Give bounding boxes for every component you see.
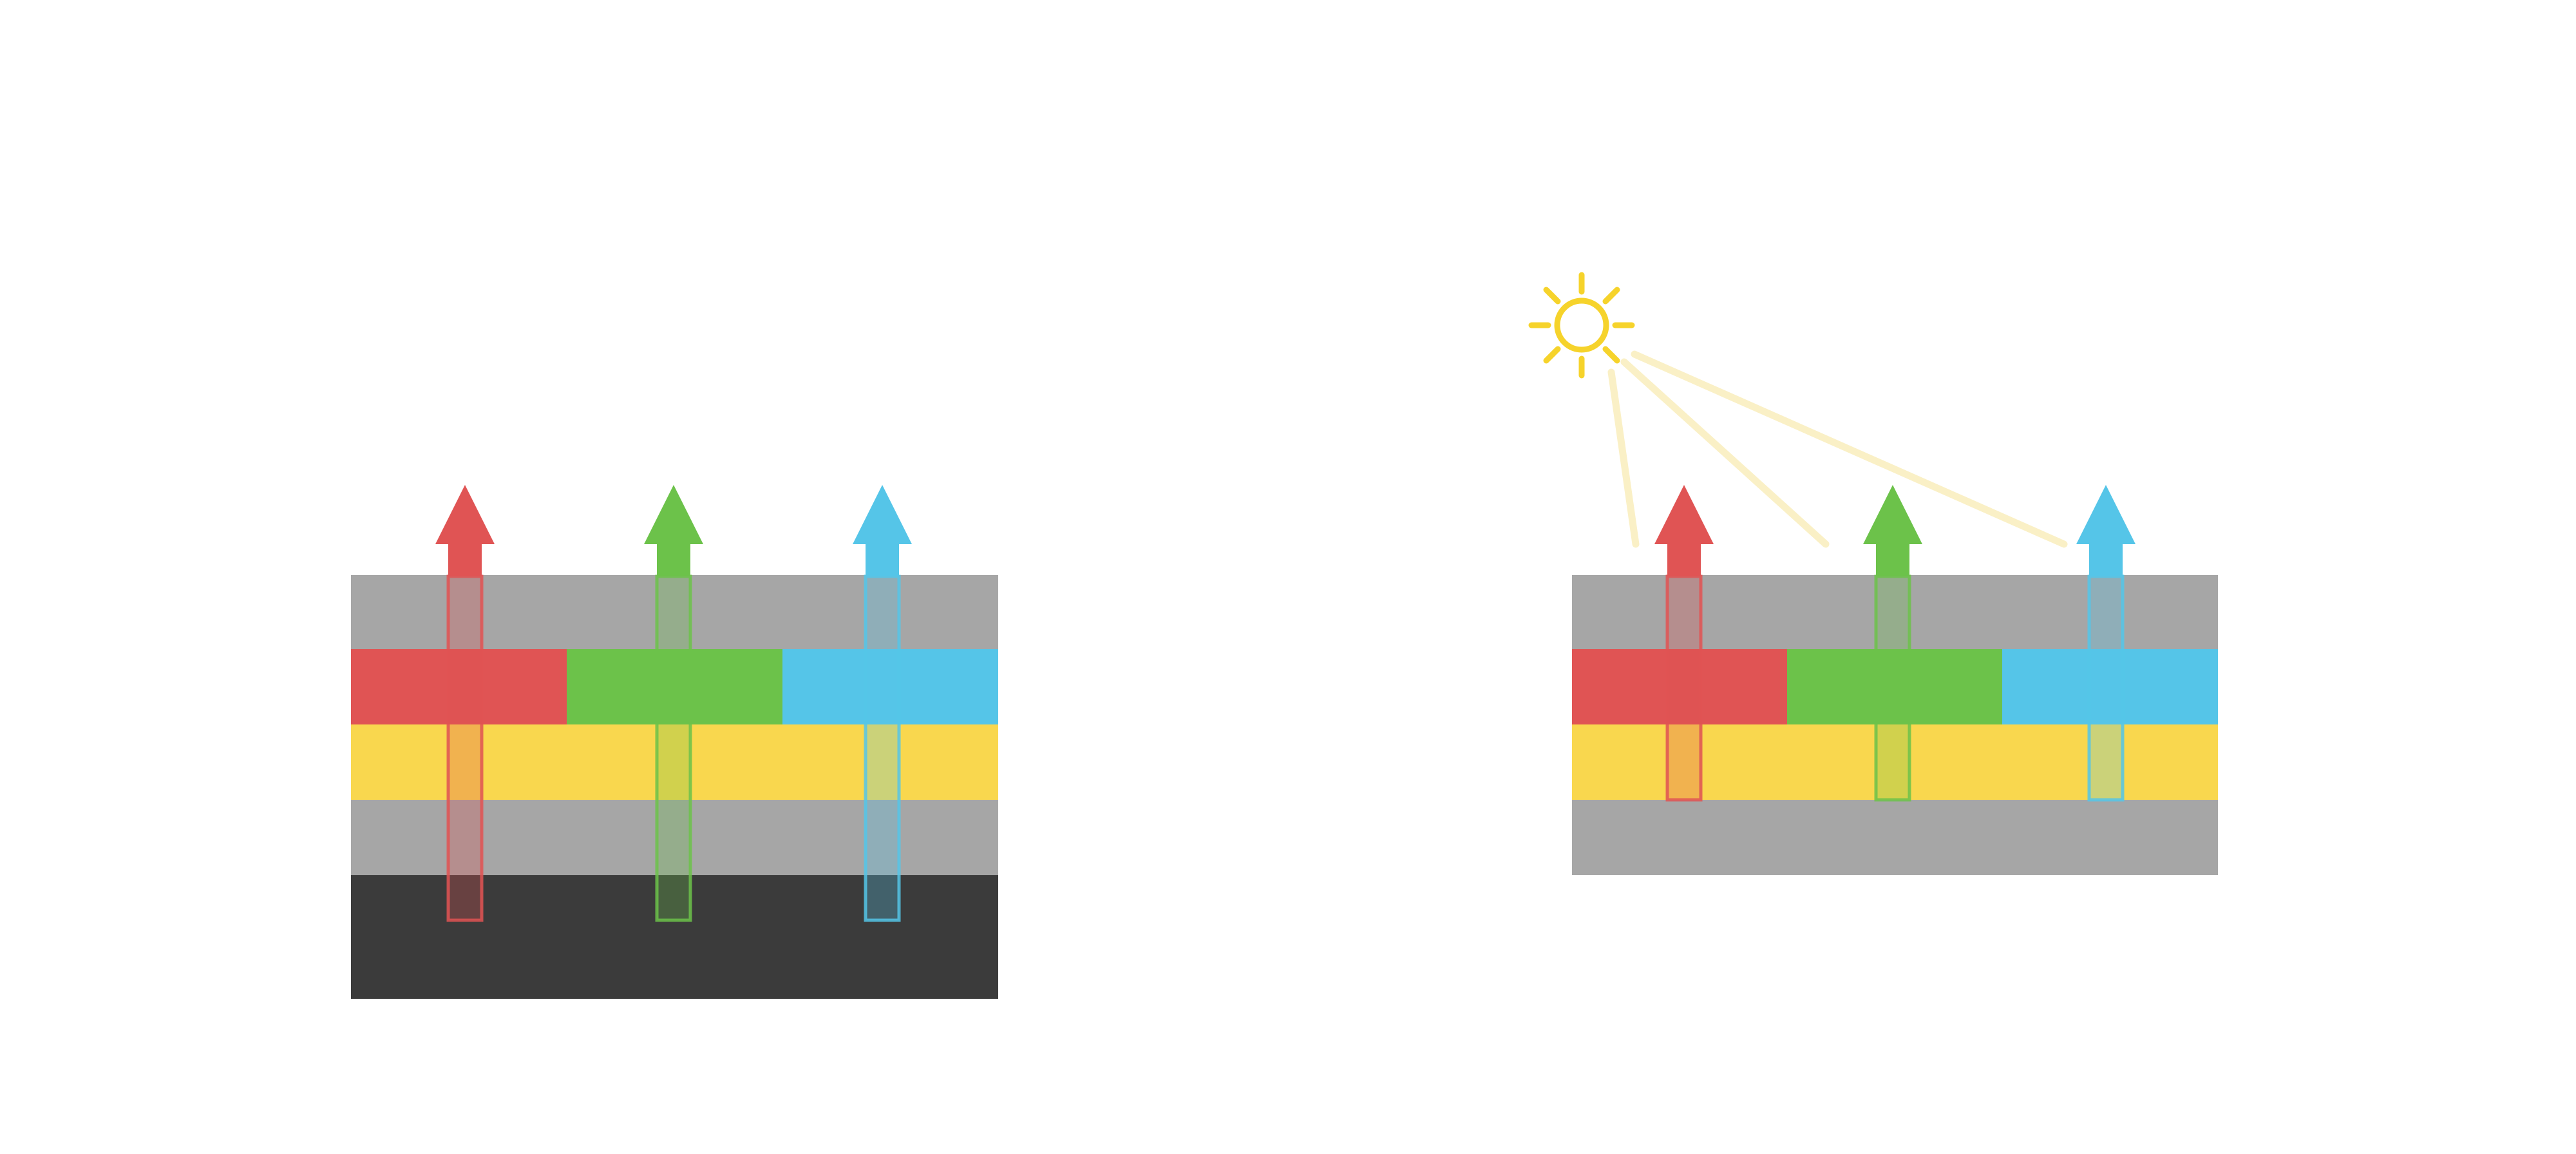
left-top-gray-layer [351,575,998,649]
left-color-filter-cyan [782,649,998,724]
sun-ray-nw [1543,287,1561,305]
right-color-filter-green [1787,649,2002,724]
right-color-filter-red [1572,649,1787,724]
left-cyan-emission-arrow [853,485,912,576]
left-red-emission-arrow [435,485,495,576]
right-red-arrow-stem [1665,574,1703,802]
left-dark-backlight-layer [351,875,998,999]
right-color-filter-cyan [2002,649,2218,724]
left-diagram [351,485,998,999]
sun-disc [1554,298,1609,353]
right-green-reflection-arrow [1863,485,1922,576]
sun-ray-sw [1543,346,1561,364]
sun-ray-ne [1602,287,1620,305]
sun-beam-middle [1620,358,1830,548]
left-lower-gray-layer [351,800,998,875]
left-color-filter-green [567,649,782,724]
sun-beam-right [1631,350,2068,548]
right-yellow-layer [1572,724,2218,800]
sun-beam-left [1607,368,1640,548]
left-green-emission-arrow [644,485,703,576]
sun-icon [1528,272,1635,379]
right-cyan-reflection-arrow [2076,485,2136,576]
sun-ray-se [1602,346,1620,364]
right-lower-gray-layer [1572,800,2218,875]
right-diagram [1528,272,2218,875]
left-cyan-arrow-stem [864,574,901,922]
sunlight-beams [1607,350,2068,548]
right-cyan-arrow-stem [2087,574,2125,802]
right-top-gray-layer [1572,575,2218,649]
left-red-arrow-stem [446,574,484,922]
right-red-reflection-arrow [1654,485,1714,576]
left-yellow-layer [351,724,998,800]
right-green-arrow-stem [1874,574,1911,802]
left-green-arrow-stem [655,574,692,922]
left-color-filter-red [351,649,567,724]
